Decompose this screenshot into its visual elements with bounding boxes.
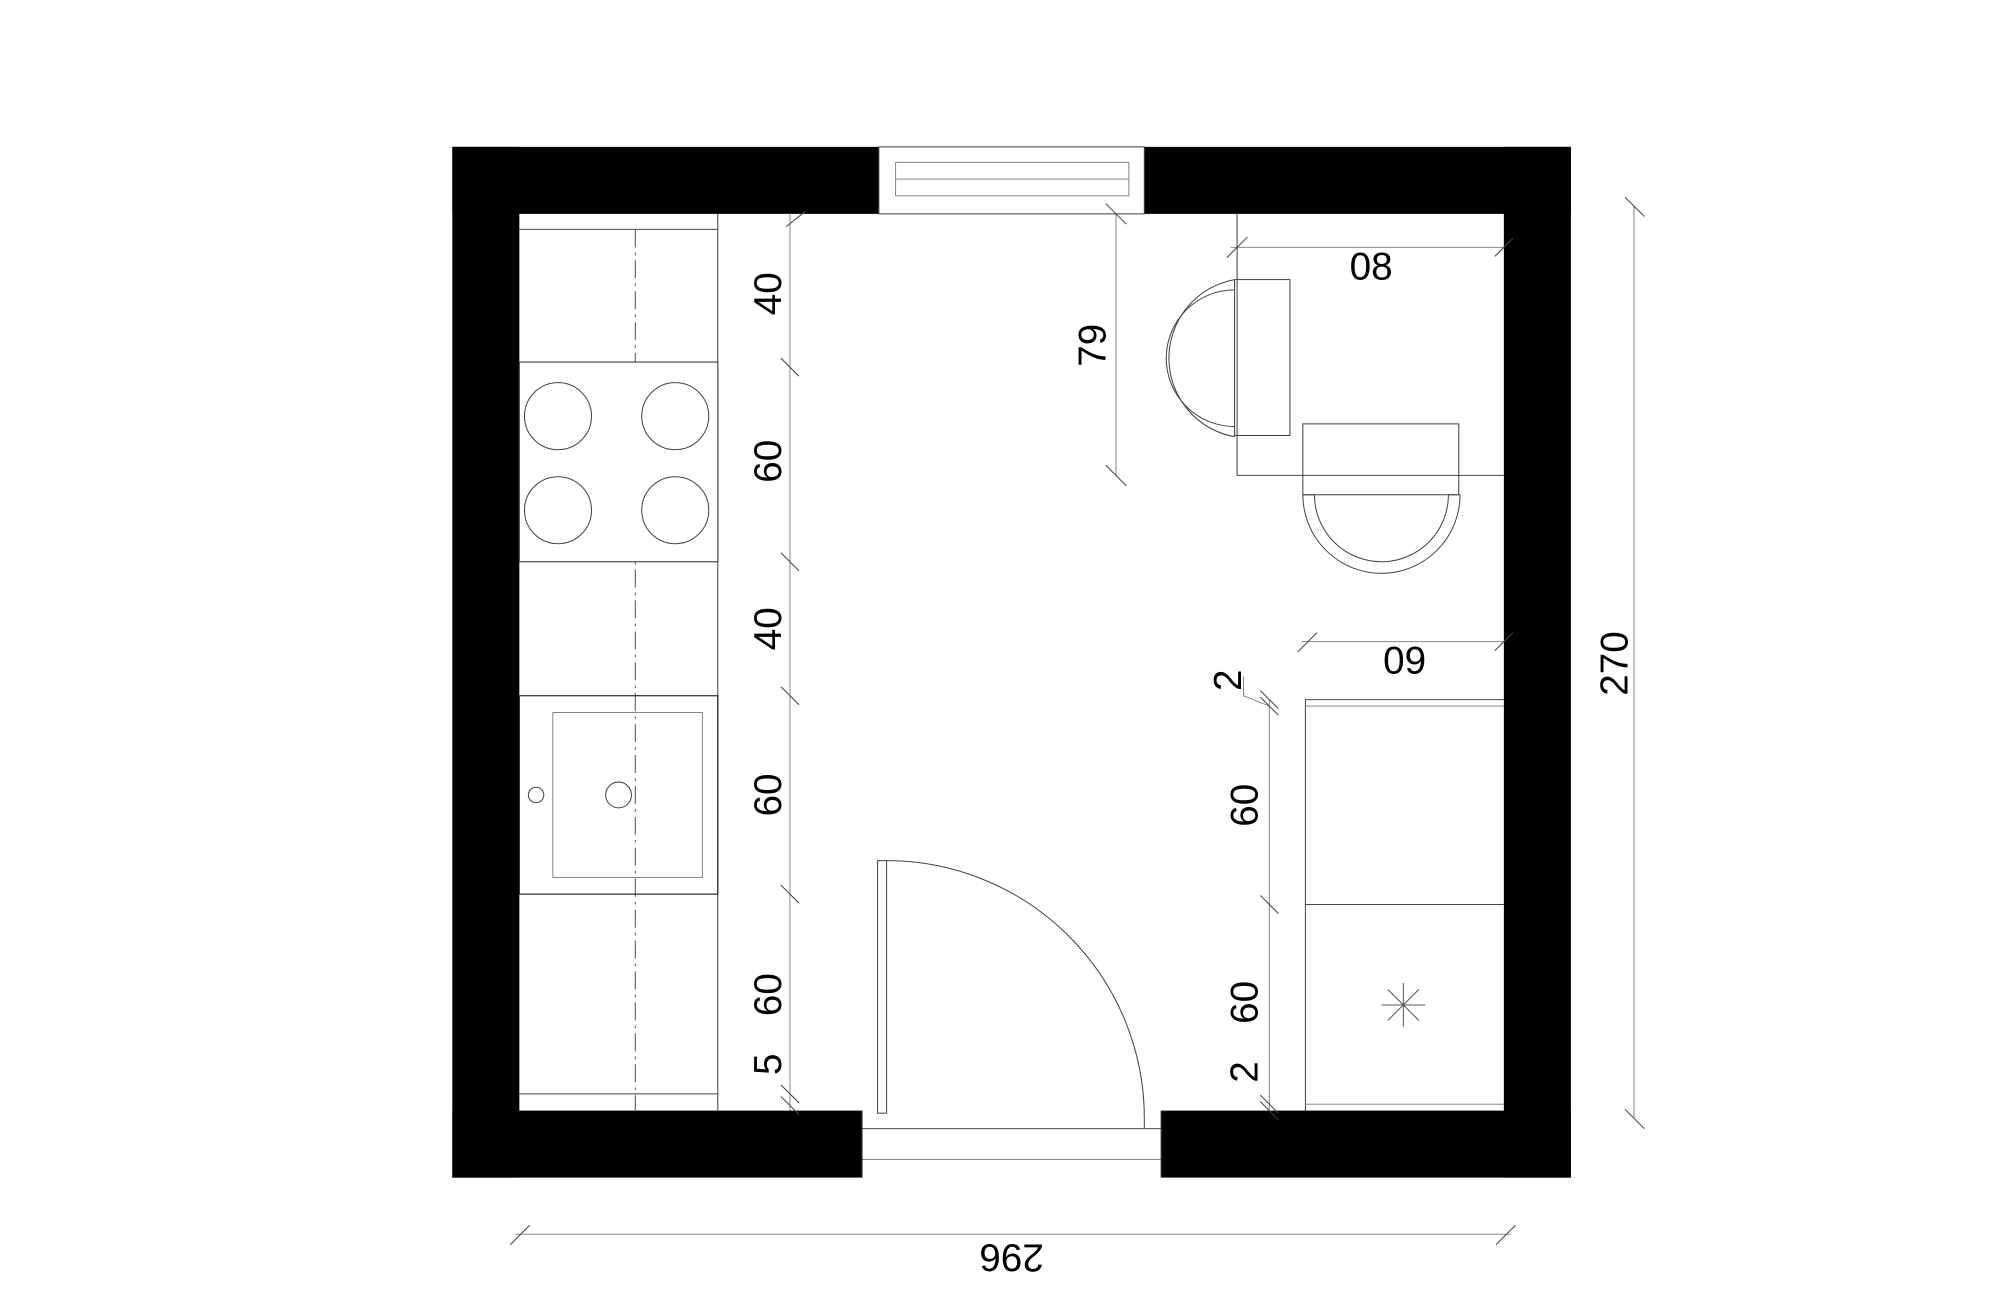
right-cabinets: 09	[1297, 632, 1514, 1111]
cooktop	[518, 361, 719, 563]
burner-icon	[523, 382, 593, 451]
walls	[452, 146, 1571, 1178]
table-height-dim-label: 79	[1072, 324, 1115, 367]
wall-bottom-right	[1161, 1110, 1571, 1178]
dim-label: 60	[747, 440, 790, 483]
door-swing-arc	[886, 860, 1145, 1129]
wall-left	[452, 146, 520, 1178]
overall-height-label: 270	[1593, 631, 1636, 695]
dim-label: 60	[747, 773, 790, 816]
overall-width-dimension: 296	[509, 1224, 1516, 1279]
dim-label: 60	[747, 973, 790, 1016]
star-symbol-icon	[1381, 983, 1426, 1027]
window	[878, 146, 1145, 215]
burner-icon	[523, 476, 593, 545]
wall-top-left	[452, 146, 879, 214]
sink	[518, 695, 719, 895]
burner-icon	[641, 382, 710, 451]
dim-label: 2	[1207, 670, 1250, 691]
chair	[1302, 423, 1461, 574]
dim-label: 60	[1224, 784, 1267, 827]
left-dimension-chain: 40 60 40 60 60 5	[747, 210, 806, 1115]
dim-label: 40	[747, 607, 790, 650]
dim-label: 40	[747, 272, 790, 315]
faucet-icon	[527, 786, 545, 804]
right-dimension-chain: 2 60 60 2	[1207, 670, 1279, 1120]
cabinet-depth-dim-label: 09	[1383, 640, 1426, 683]
wall-right	[1503, 146, 1571, 1178]
dim-label: 2	[1224, 1061, 1267, 1082]
dim-label: 5	[747, 1053, 790, 1074]
door-leaf	[877, 860, 888, 1114]
table-width-dim-label: 08	[1350, 245, 1393, 288]
dim-label: 60	[1224, 981, 1267, 1024]
overall-height-dimension: 270	[1593, 196, 1645, 1130]
burner-icon	[641, 476, 710, 545]
dining-table: 79 08	[1072, 203, 1514, 574]
wall-bottom-left	[452, 1110, 863, 1178]
chair	[1165, 279, 1291, 438]
drain-icon	[605, 781, 632, 809]
door	[861, 860, 1162, 1178]
wall-top-right	[1144, 146, 1571, 214]
left-counter	[518, 213, 719, 1111]
overall-width-label: 296	[979, 1236, 1043, 1279]
